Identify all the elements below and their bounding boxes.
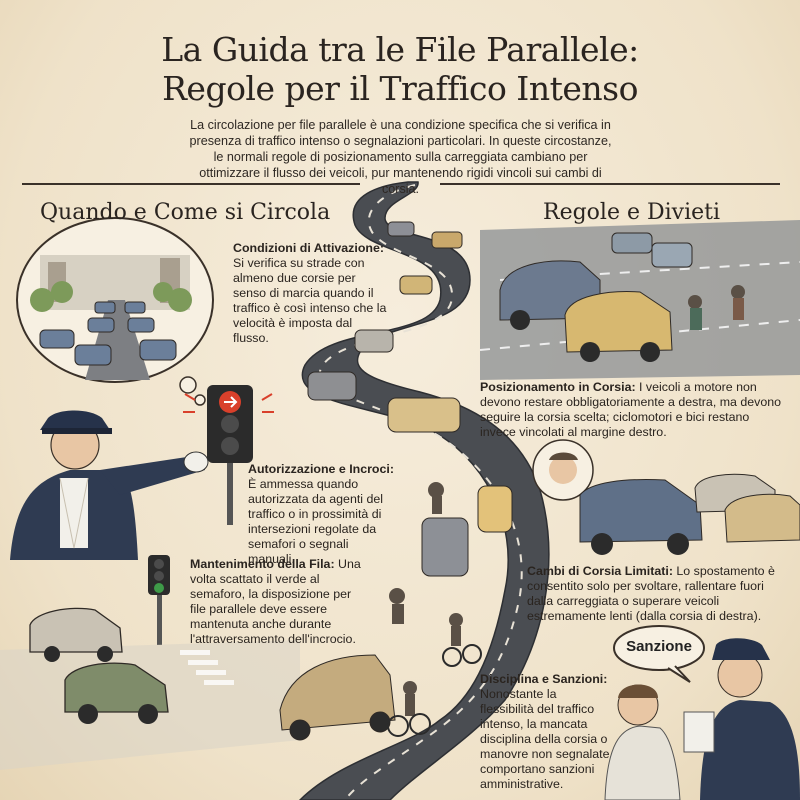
traffic-light-green	[148, 555, 170, 645]
block-authorization: Autorizzazione e Incroci: È ammessa quan…	[248, 462, 398, 567]
page-title-line1: La Guida tra le File Parallele:	[161, 30, 639, 69]
divider-right	[440, 183, 780, 185]
traffic-jam-thought-bubble	[16, 217, 214, 406]
right-section-heading: Regole e Divieti	[543, 200, 721, 225]
road-dashes	[319, 184, 523, 800]
block-sanctions-text: Nonostante la flessibilità del traffico …	[480, 687, 610, 791]
block-authorization-title: Autorizzazione e Incroci:	[248, 462, 394, 476]
block-lane-change-text: Lo spostamento è consentito solo per svo…	[527, 564, 775, 623]
block-sanctions: Disciplina e Sanzioni: Nonostante la fle…	[480, 672, 613, 792]
page-title-line2: Regole per il Traffico Intenso	[162, 69, 638, 108]
block-positioning: Posizionamento in Corsia: I veicoli a mo…	[480, 380, 782, 440]
block-positioning-title: Posizionamento in Corsia:	[480, 380, 636, 394]
block-lane-keeping-text: Una volta scattato il verde al semaforo,…	[190, 557, 361, 646]
block-activation-text: Si verifica su strade con almeno due cor…	[233, 256, 387, 345]
left-section-heading: Quando e Come si Circola	[40, 200, 331, 225]
block-lane-keeping: Mantenimento della Fila: Una volta scatt…	[190, 557, 370, 647]
traffic-light-red-arrow	[183, 385, 274, 525]
block-sanctions-title: Disciplina e Sanzioni:	[480, 672, 608, 686]
block-activation-title: Condizioni di Attivazione:	[233, 241, 384, 255]
sanction-speech-bubble: Sanzione	[626, 638, 692, 655]
block-lane-change-title: Cambi di Corsia Limitati:	[527, 564, 673, 578]
sanction-scene	[604, 625, 800, 800]
traffic-officer-figure	[10, 410, 209, 560]
divider-left	[22, 183, 360, 185]
lane-traffic-scene	[479, 220, 800, 380]
intersection-scene	[0, 607, 300, 770]
road-vehicles	[279, 221, 513, 741]
block-activation: Condizioni di Attivazione: Si verifica s…	[233, 241, 388, 346]
block-positioning-text: I veicoli a motore non devono restare ob…	[480, 380, 782, 439]
overtaking-scene	[532, 439, 800, 555]
block-authorization-text: È ammessa quando autorizzata da agenti d…	[248, 477, 384, 566]
block-lane-change: Cambi di Corsia Limitati: Lo spostamento…	[527, 564, 783, 624]
road-cyclists	[387, 482, 482, 737]
block-lane-keeping-title: Mantenimento della Fila:	[190, 557, 335, 571]
intro-paragraph: La circolazione per file parallele è una…	[189, 118, 612, 196]
